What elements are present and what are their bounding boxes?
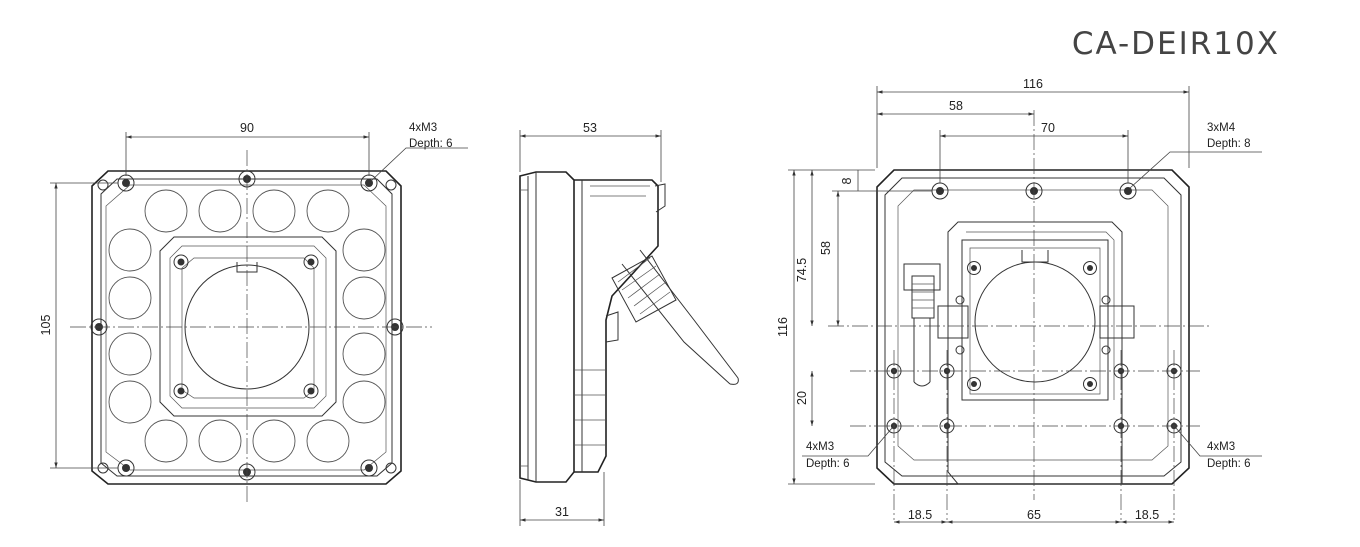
front-thread-depth: Depth: 6 (409, 138, 452, 150)
model-name: CA-DEIR10X (1071, 26, 1280, 62)
front-view: 90 105 4xM3 Depth: 6 (39, 121, 468, 505)
rear-left-thread-depth: Depth: 6 (806, 458, 849, 470)
rear-8-dim: 8 (840, 177, 854, 184)
side-view: 53 31 (519, 121, 739, 526)
front-thread-note: 4xM3 (409, 122, 437, 134)
side-depth-dim: 53 (583, 121, 597, 135)
rear-20-dim: 20 (795, 391, 809, 405)
rear-top-thread-depth: Depth: 8 (1207, 138, 1250, 150)
rear-left-thread-note: 4xM3 (806, 441, 834, 453)
side-base-dim: 31 (555, 505, 569, 519)
rear-18-5-right-dim: 18.5 (1135, 508, 1159, 522)
rear-height-dim: 116 (776, 317, 790, 337)
front-screws (90, 170, 404, 481)
rear-74-5-dim: 74.5 (795, 258, 809, 282)
front-width-dim: 90 (240, 121, 254, 135)
rear-width-dim: 116 (1023, 77, 1043, 91)
rear-right-thread-depth: Depth: 6 (1207, 458, 1250, 470)
front-height-dim: 105 (39, 315, 53, 336)
rear-hole-spacing-dim: 70 (1041, 121, 1055, 135)
rear-view: 116 58 70 3xM4 Depth: 8 116 74.5 58 8 20… (776, 77, 1262, 524)
led-ring (108, 189, 386, 463)
rear-top-thread-note: 3xM4 (1207, 122, 1236, 134)
rear-right-thread-note: 4xM3 (1207, 441, 1235, 453)
rear-58-vertical-dim: 58 (819, 241, 833, 255)
rear-65-dim: 65 (1027, 508, 1041, 522)
rear-18-5-left-dim: 18.5 (908, 508, 932, 522)
rear-half-dim: 58 (949, 99, 963, 113)
